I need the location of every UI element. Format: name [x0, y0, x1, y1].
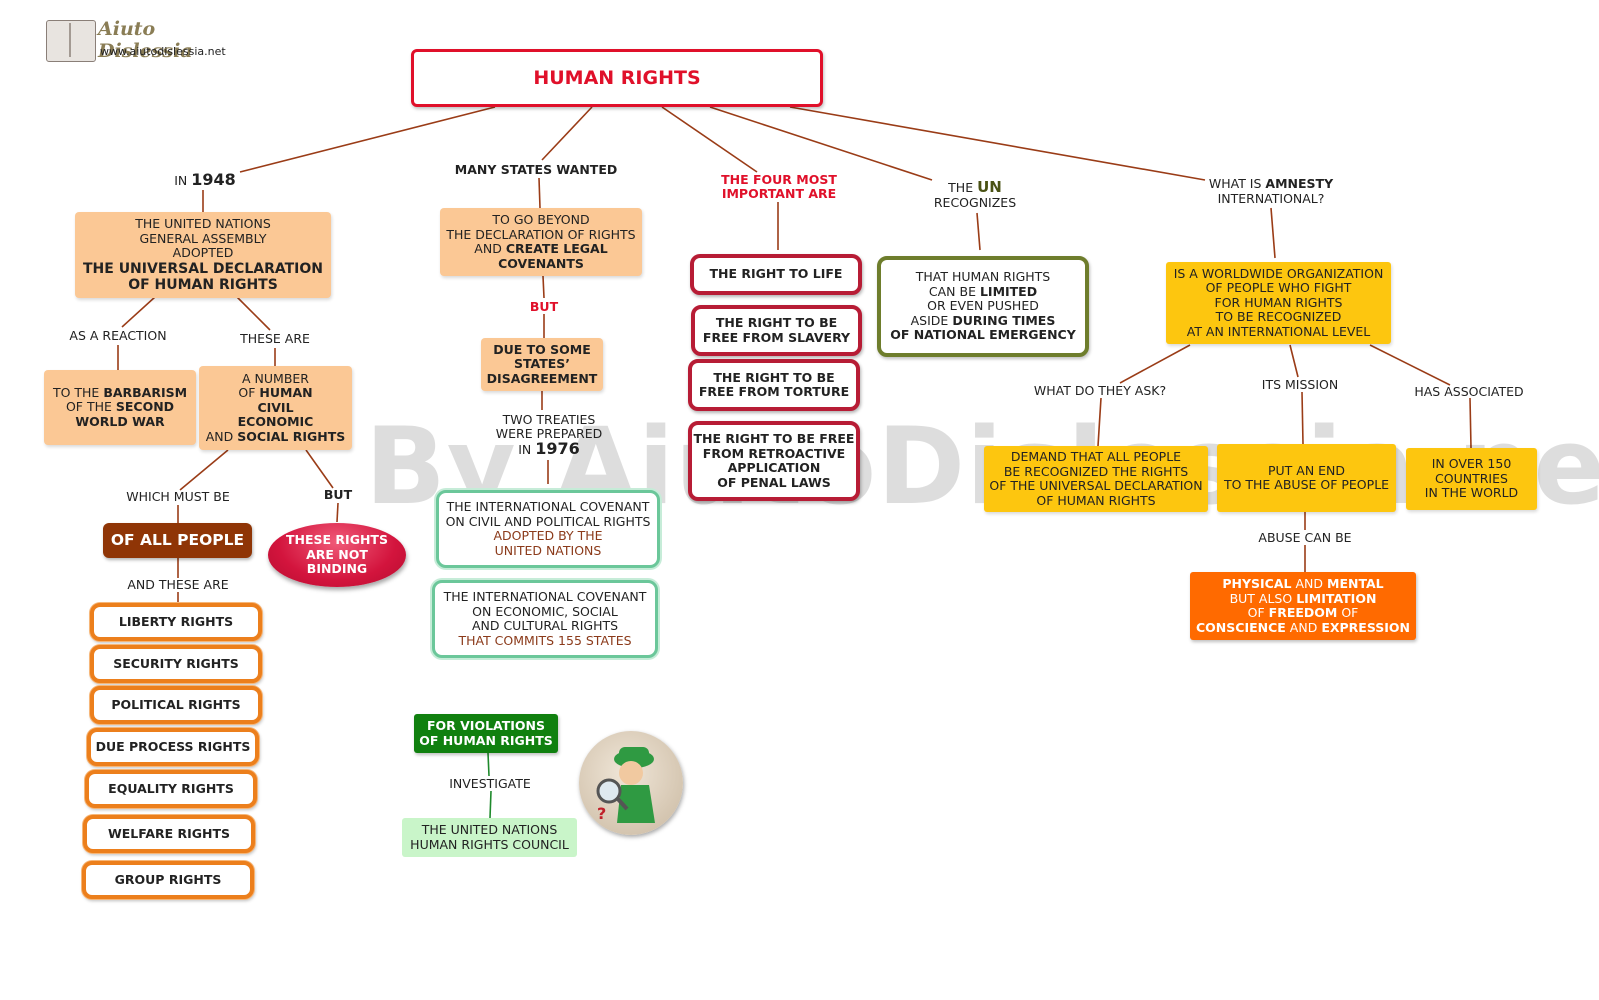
right-equality: EQUALITY RIGHTS: [85, 770, 257, 808]
of-all-people-box: OF ALL PEOPLE: [103, 523, 252, 558]
right-group: GROUP RIGHTS: [82, 861, 254, 899]
right-to-life: THE RIGHT TO LIFE: [690, 254, 862, 295]
label-1948: IN 1948: [174, 170, 236, 189]
right-retroactive: THE RIGHT TO BE FREE FROM RETROACTIVE AP…: [688, 421, 860, 501]
go-beyond-box: TO GO BEYOND THE DECLARATION OF RIGHTS A…: [440, 208, 642, 276]
not-binding-badge: THESE RIGHTS ARE NOT BINDING: [268, 523, 406, 587]
number-rights-box: A NUMBER OF HUMAN CIVIL ECONOMIC AND SOC…: [199, 366, 352, 450]
label-has-associated: HAS ASSOCIATED: [1414, 384, 1524, 399]
label-abuse-can-be: ABUSE CAN BE: [1258, 530, 1352, 545]
detective-icon: ?: [596, 747, 655, 823]
label-which-must-be: WHICH MUST BE: [126, 489, 230, 504]
right-liberty: LIBERTY RIGHTS: [90, 603, 262, 641]
label-many-states: MANY STATES WANTED: [454, 162, 618, 177]
label-and-these-are: AND THESE ARE: [127, 577, 229, 592]
label-mission: ITS MISSION: [1261, 377, 1339, 392]
label-but-1948: BUT: [323, 487, 353, 502]
covenant-economic-box: THE INTERNATIONAL COVENANT ON ECONOMIC, …: [432, 580, 658, 658]
book-icon: [46, 20, 96, 62]
label-amnesty: WHAT IS AMNESTY INTERNATIONAL?: [1208, 176, 1334, 206]
put-end-box: PUT AN END TO THE ABUSE OF PEOPLE: [1217, 444, 1396, 512]
abuse-box: PHYSICAL AND MENTAL BUT ALSO LIMITATION …: [1190, 572, 1416, 640]
countries-box: IN OVER 150 COUNTRIES IN THE WORLD: [1406, 448, 1537, 510]
right-political: POLITICAL RIGHTS: [90, 686, 262, 724]
covenant-civil-box: THE INTERNATIONAL COVENANT ON CIVIL AND …: [436, 490, 660, 568]
logo-url: www.aiutodislessia.net: [100, 45, 226, 58]
right-security: SECURITY RIGHTS: [90, 645, 262, 683]
disagreement-box: DUE TO SOME STATES’ DISAGREEMENT: [481, 338, 603, 391]
two-treaties-label: TWO TREATIES WERE PREPARED IN 1976: [495, 411, 603, 458]
right-free-torture: THE RIGHT TO BE FREE FROM TORTURE: [688, 359, 860, 411]
logo[interactable]: Aiuto Dislessia www.aiutodislessia.net: [46, 18, 228, 64]
svg-text:?: ?: [597, 804, 606, 823]
label-four-most: THE FOUR MOST IMPORTANT ARE: [721, 171, 837, 201]
main-title-box: HUMAN RIGHTS: [411, 49, 823, 107]
barbarism-box: TO THE BARBARISM OF THE SECOND WORLD WAR: [44, 370, 196, 445]
label-as-a-reaction: AS A REACTION: [69, 328, 167, 343]
un-limited-box: THAT HUMAN RIGHTS CAN BE LIMITED OR EVEN…: [877, 256, 1089, 357]
right-free-slavery: THE RIGHT TO BE FREE FROM SLAVERY: [691, 305, 862, 356]
label-these-are: THESE ARE: [240, 331, 310, 346]
detective-illustration: ?: [579, 731, 683, 835]
udhr-box: THE UNITED NATIONS GENERAL ASSEMBLY ADOP…: [75, 212, 331, 298]
right-welfare: WELFARE RIGHTS: [83, 815, 255, 853]
label-what-ask: WHAT DO THEY ASK?: [1033, 383, 1167, 398]
demand-box: DEMAND THAT ALL PEOPLE BE RECOGNIZED THE…: [984, 446, 1208, 512]
amnesty-box: IS A WORLDWIDE ORGANIZATION OF PEOPLE WH…: [1166, 262, 1391, 344]
label-investigate: INVESTIGATE: [449, 776, 531, 791]
right-due-process: DUE PROCESS RIGHTS: [87, 728, 259, 766]
page-title: HUMAN RIGHTS: [533, 66, 701, 89]
violations-box: FOR VIOLATIONS OF HUMAN RIGHTS: [414, 714, 558, 753]
label-un-recognizes: THE UN RECOGNIZES: [933, 178, 1017, 210]
logo-title: Aiuto Dislessia: [98, 18, 193, 62]
label-but-states: BUT: [529, 299, 559, 314]
council-box: THE UNITED NATIONS HUMAN RIGHTS COUNCIL: [402, 818, 577, 857]
